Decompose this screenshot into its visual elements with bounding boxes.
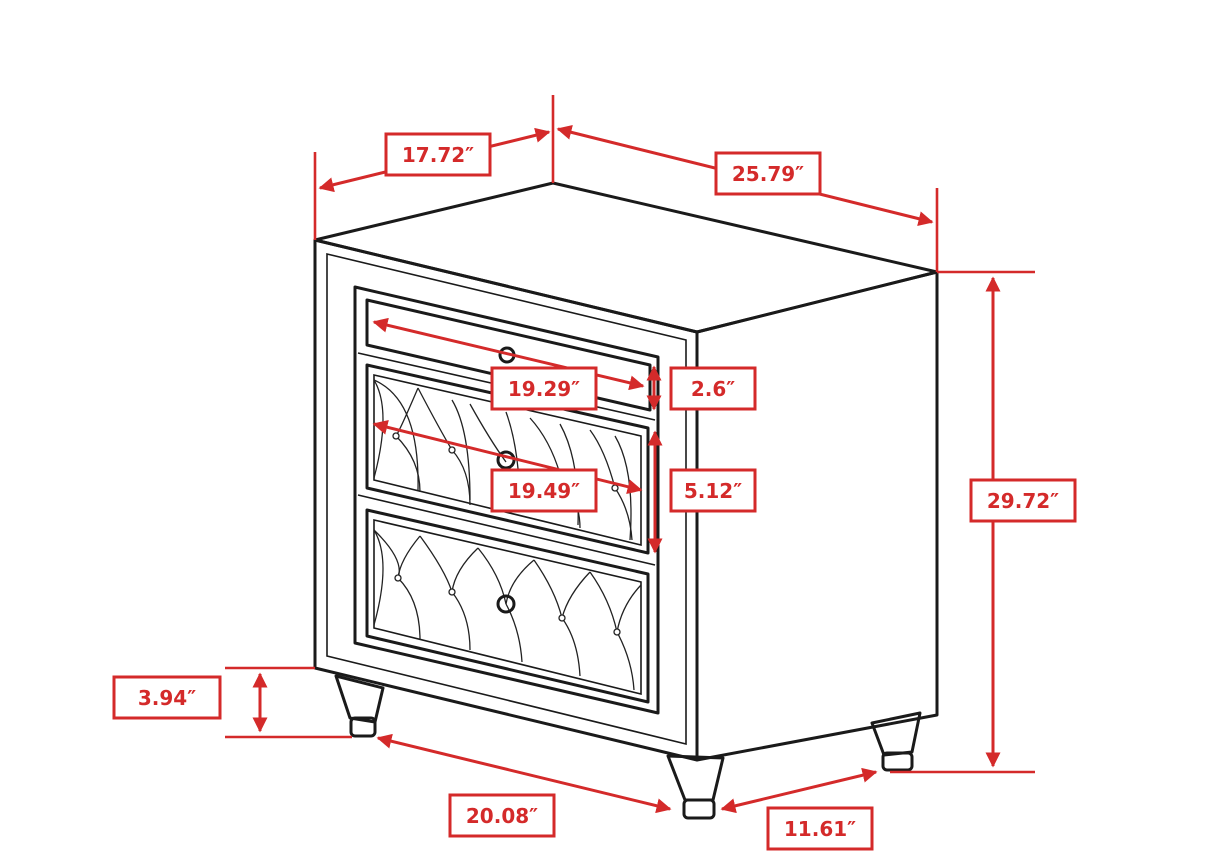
- cabinet-front: [313, 238, 699, 762]
- label-top-drawer-height: 2.6″: [669, 366, 757, 411]
- base-width-arrow: [376, 733, 672, 814]
- bottom-drawer-knob: [496, 594, 516, 614]
- label-top-drawer-height-text: 2.6″: [691, 377, 735, 401]
- base-depth-arrow: [720, 767, 878, 814]
- label-height-total: 29.72″: [969, 478, 1077, 523]
- tuft-button: [392, 432, 400, 440]
- tuft-button: [448, 588, 456, 596]
- front-inner-border: [326, 252, 687, 746]
- tuft-button: [613, 628, 621, 636]
- bottom-drawer-panel: [373, 518, 642, 696]
- leg-back-right: [870, 711, 922, 757]
- label-base-depth: 11.61″: [766, 806, 874, 851]
- label-leg-height-text: 3.94″: [138, 686, 196, 710]
- top-drawer-width-arrow: [372, 317, 645, 391]
- label-width-top-text: 25.79″: [732, 162, 804, 186]
- label-middle-drawer-height: 5.12″: [669, 468, 757, 513]
- label-depth-top: 17.72″: [384, 132, 492, 177]
- label-leg-height: 3.94″: [112, 675, 222, 720]
- cabinet-side: [695, 270, 939, 762]
- label-base-depth-text: 11.61″: [784, 817, 856, 841]
- label-top-drawer-width-text: 19.29″: [508, 377, 580, 401]
- label-width-top: 25.79″: [714, 151, 822, 196]
- bottom-drawer-tufting: [373, 529, 642, 691]
- leg-front-right-foot: [682, 798, 716, 820]
- label-middle-drawer-width-text: 19.49″: [508, 479, 580, 503]
- label-depth-top-text: 17.72″: [402, 143, 474, 167]
- tuft-button: [611, 484, 619, 492]
- drawer-divider-2: [357, 494, 656, 566]
- tuft-button: [558, 614, 566, 622]
- legs: [334, 674, 922, 820]
- label-base-width-text: 20.08″: [466, 804, 538, 828]
- label-middle-drawer-width: 19.49″: [490, 468, 598, 513]
- label-height-total-text: 29.72″: [987, 489, 1059, 513]
- label-middle-drawer-height-text: 5.12″: [684, 479, 742, 503]
- leg-front-left-foot: [349, 716, 377, 738]
- leg-front-right: [666, 754, 725, 802]
- label-base-width: 20.08″: [448, 793, 556, 838]
- bottom-drawer: [365, 508, 650, 704]
- label-top-drawer-width: 19.29″: [490, 366, 598, 411]
- nightstand-drawing: [313, 181, 939, 820]
- tuft-button: [448, 446, 456, 454]
- leg-back-right-foot: [881, 751, 914, 772]
- dimension-annotations: 17.72″ 25.79″ 29.72″ 19.29″ 2.6″ 19.49″ …: [112, 95, 1077, 851]
- tuft-button: [394, 574, 402, 582]
